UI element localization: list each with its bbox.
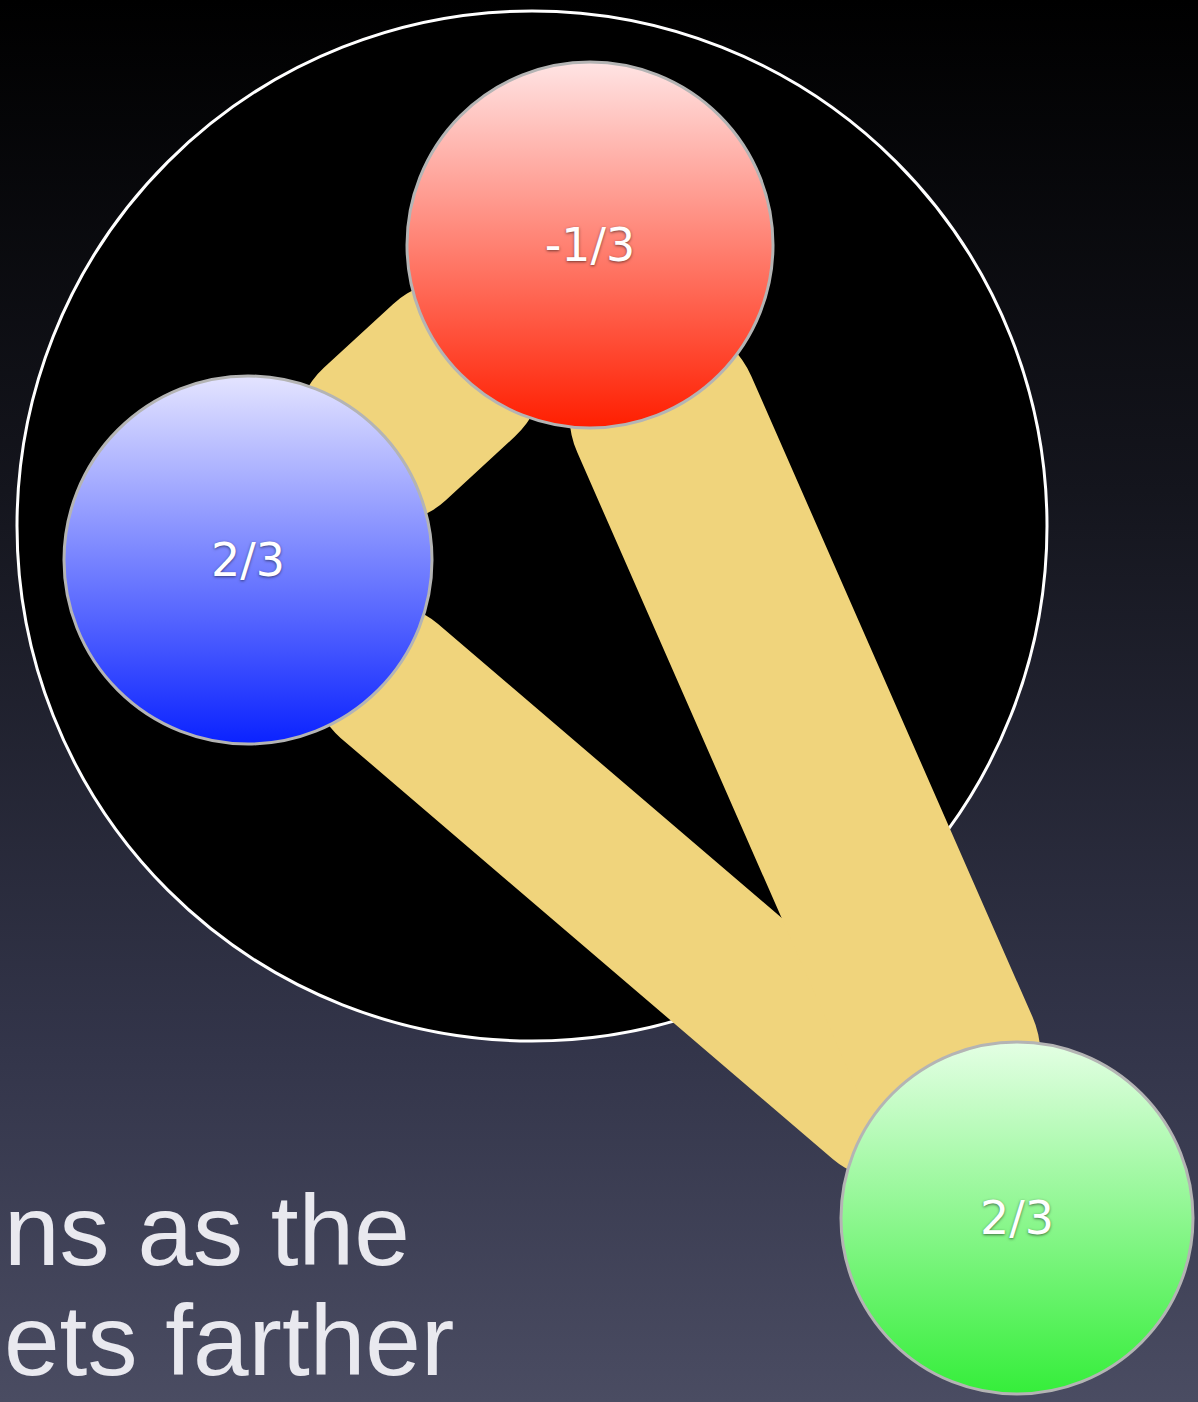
quark-fill: [841, 1042, 1193, 1394]
quark-fill: [407, 62, 773, 428]
gluon-flux-tube: [385, 370, 454, 434]
quark-circle: -1/3: [405, 60, 775, 430]
charge-label: 2/3: [980, 1191, 1054, 1245]
gluon-flux-tube: [664, 414, 945, 1055]
slide-text: ns as the: [4, 1180, 410, 1280]
slide-text: ets farther: [4, 1290, 454, 1390]
quark-circle: 2/3: [62, 374, 434, 746]
charge-label: 2/3: [211, 533, 285, 587]
quark-fill: [64, 376, 432, 744]
charge-label: -1/3: [545, 218, 636, 272]
quark-circle: 2/3: [839, 1040, 1195, 1396]
